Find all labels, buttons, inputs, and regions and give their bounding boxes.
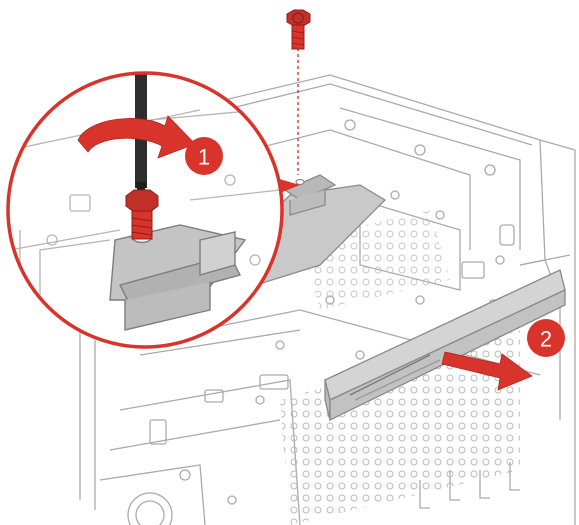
zoom-circle-ring: [6, 71, 284, 349]
removed-screw: [286, 9, 311, 50]
step-2-badge: 2: [527, 319, 565, 357]
pull-arrow-icon: [441, 351, 533, 391]
step-2-number: 2: [540, 327, 552, 352]
zoom-detail: [9, 73, 281, 331]
zoom-screw: [125, 189, 159, 240]
step-1-number: 1: [198, 145, 210, 170]
front-vent-mesh: [280, 330, 520, 525]
step-1-badge: 1: [185, 137, 223, 175]
